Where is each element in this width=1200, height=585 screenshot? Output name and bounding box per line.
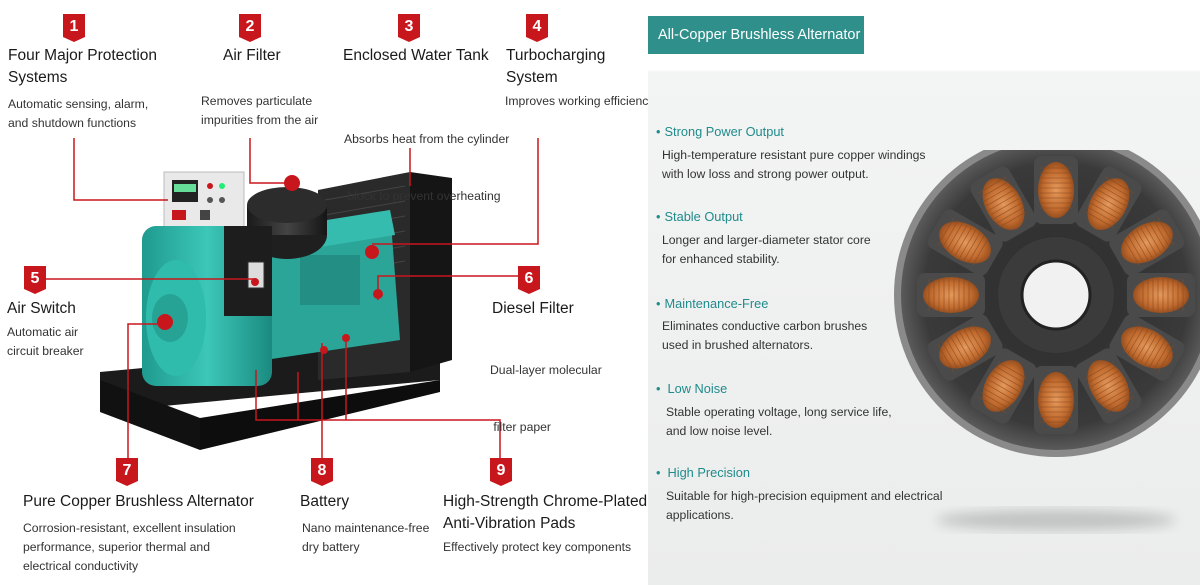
callout-7-desc: Corrosion-resistant, excellent insulatio… — [23, 521, 236, 573]
feature-3-desc: Eliminates conductive carbon brushes use… — [662, 319, 868, 352]
callout-1-title: Four Major Protection Systems — [8, 47, 158, 86]
copper-coil — [970, 348, 1037, 424]
feature-1-desc: High-temperature resistant pure copper w… — [662, 148, 926, 181]
copper-coil — [1109, 209, 1185, 276]
callout-2-desc: Removes particulate impurities from the … — [201, 94, 319, 127]
generator-illustration — [100, 171, 452, 450]
copper-coil — [927, 209, 1003, 276]
callout-1-badge: 1 — [63, 14, 85, 42]
copper-coil — [917, 273, 985, 317]
copper-coil — [1127, 273, 1195, 317]
feature-2-desc: Longer and larger-diameter stator core f… — [662, 233, 871, 266]
callout-4-badge: 4 — [526, 14, 548, 42]
callout-7-title: Pure Copper Brushless Alternator — [23, 493, 254, 510]
callout-3-desc: Absorbs heat from the cylinder block to … — [344, 132, 510, 203]
leader-6 — [377, 275, 518, 300]
callout-5-desc: Automatic air circuit breaker — [7, 325, 84, 358]
callout-leader-lines — [46, 138, 539, 458]
callout-5-title: Air Switch — [7, 300, 76, 317]
callout-1-desc: Automatic sensing, alarm, and shutdown f… — [8, 97, 149, 130]
copper-coil — [1075, 348, 1142, 424]
copper-coil — [1034, 366, 1078, 434]
copper-coil — [970, 166, 1037, 242]
control-panel — [163, 171, 245, 235]
callout-9-title: High-Strength Chrome-Plated Anti-Vibrati… — [443, 493, 648, 532]
copper-coils — [917, 156, 1195, 434]
callout-2-badge: 2 — [239, 14, 261, 42]
callout-9-desc: Effectively protect key components — [443, 540, 632, 554]
panel-header: All-Copper Brushless Alternator — [648, 16, 864, 54]
leader-2 — [249, 138, 286, 184]
leader-1 — [73, 138, 168, 201]
leader-7 — [127, 323, 162, 458]
callout-6-title: Diesel Filter — [492, 300, 574, 317]
callout-6-badge: 6 — [518, 266, 540, 294]
leader-4 — [372, 138, 539, 245]
callout-3-title: Enclosed Water Tank — [343, 47, 489, 64]
feature-3-title: •Maintenance-Free — [656, 296, 769, 311]
callout-4-title: Turbocharging System — [506, 47, 606, 86]
air-filter-drum — [247, 175, 327, 259]
feature-1-title: •Strong Power Output — [656, 124, 784, 139]
callout-8-badge: 8 — [311, 458, 333, 486]
callout-5-badge: 5 — [24, 266, 46, 294]
callout-8-title: Battery — [300, 493, 350, 510]
callout-3-badge: 3 — [398, 14, 420, 42]
copper-coil — [1075, 166, 1142, 242]
feature-4-title: •Low Noise — [656, 381, 728, 396]
callout-9-badge: 9 — [490, 458, 512, 486]
copper-coil — [927, 314, 1003, 381]
leader-9 — [255, 370, 501, 458]
copper-coil — [1034, 156, 1078, 224]
callout-8-desc: Nano maintenance-free dry battery — [302, 521, 430, 554]
alternator-body — [142, 226, 272, 386]
callout-4-desc: Improves working efficiency — [505, 94, 655, 108]
callout-6-desc: Dual-layer molecular filter paper — [490, 363, 602, 434]
copper-coil — [1109, 314, 1185, 381]
callout-7-badge: 7 — [116, 458, 138, 486]
feature-2-title: •Stable Output — [656, 209, 743, 224]
stator-illustration — [894, 150, 1200, 530]
feature-5-desc: Suitable for high-precision equipment an… — [666, 489, 943, 522]
callout-2-title: Air Filter — [223, 47, 281, 64]
feature-4-desc: Stable operating voltage, long service l… — [666, 405, 892, 438]
feature-5-title: •High Precision — [656, 465, 750, 480]
